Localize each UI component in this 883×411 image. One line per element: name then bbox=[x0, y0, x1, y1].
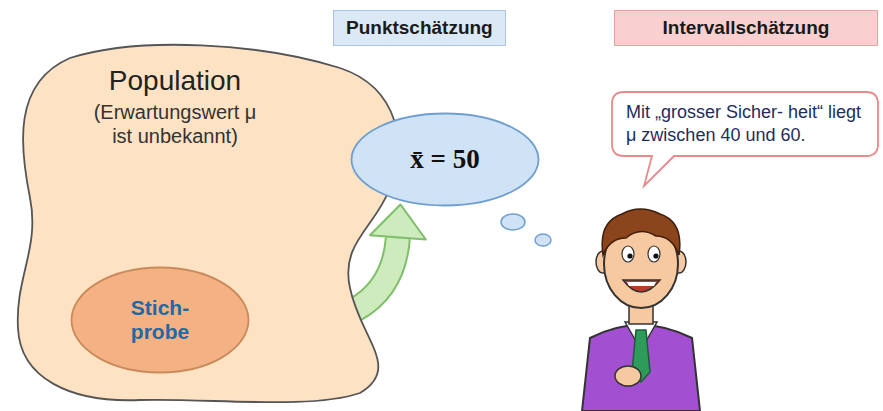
header-box: Intervallschätzung bbox=[614, 10, 878, 46]
thought-bubble: x̄ = 50 bbox=[350, 112, 540, 207]
region-note: (Erwartungswert μ ist unbekannt) bbox=[93, 100, 258, 148]
estimate-value: x̄ = 50 bbox=[410, 144, 479, 175]
header-box: Punktschätzung bbox=[333, 10, 506, 46]
sample-ellipse: Stich- probe bbox=[70, 266, 250, 374]
speech-bubble-outline bbox=[612, 92, 878, 156]
sample-label: Stich- probe bbox=[120, 296, 200, 344]
header-text: Punktschätzung bbox=[346, 17, 493, 39]
cartoon-man bbox=[582, 209, 700, 411]
speech-text: Mit „grosser Sicher- heit“ liegt μ zwisc… bbox=[626, 101, 864, 146]
header-text: Intervallschätzung bbox=[627, 17, 865, 39]
speech-bubble: Mit „grosser Sicher- heit“ liegt μ zwisc… bbox=[612, 92, 878, 156]
region-title: Population bbox=[50, 64, 300, 98]
thought-dots bbox=[501, 214, 551, 246]
population-region: Population(Erwartungswert μ ist unbekann… bbox=[10, 38, 410, 406]
